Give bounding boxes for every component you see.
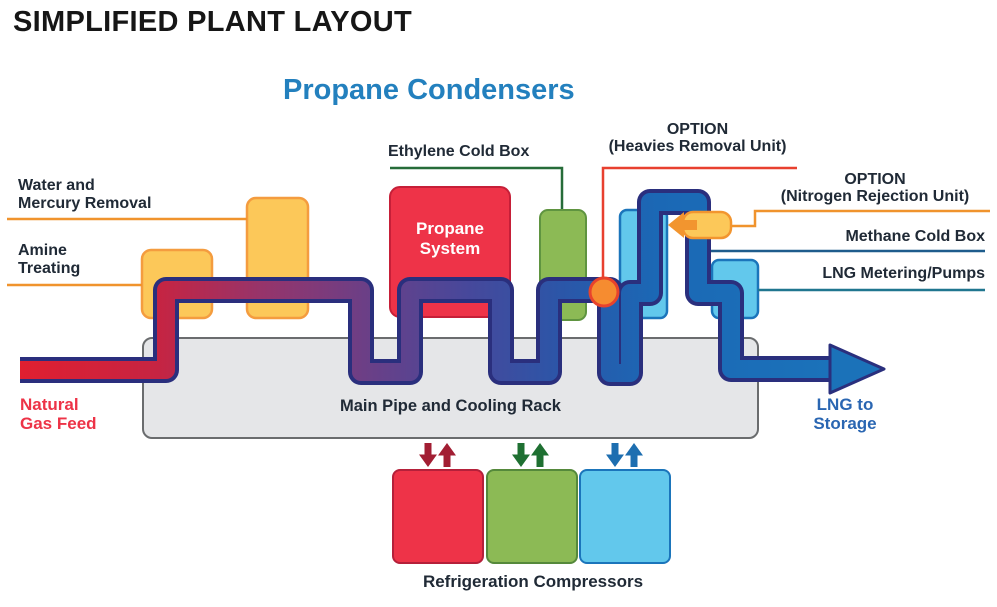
heavies-pointer-line [601, 166, 797, 282]
water-mercury-label: Water and Mercury Removal [18, 177, 151, 212]
main-pipe-cooling-rack-block [142, 337, 759, 439]
up-arrow-icon [531, 443, 549, 467]
page-title: SIMPLIFIED PLANT LAYOUT [13, 6, 412, 38]
propane-system-line1: Propane [415, 219, 485, 238]
methane-cold-box-label: Methane Cold Box [845, 228, 985, 245]
up-arrow-icon [625, 443, 643, 467]
down-arrow-icon [419, 443, 437, 467]
down-arrow-icon [606, 443, 624, 467]
option-heavies-line2: (Heavies Removal Unit) [608, 137, 787, 155]
up-arrow-icon [438, 443, 456, 467]
heavies-junction-dot-icon [588, 276, 620, 308]
natural-gas-line1: Natural [20, 395, 79, 414]
lng-to-storage-label: LNG to Storage [795, 395, 895, 433]
amine-label-line1: Amine [18, 242, 67, 259]
down-arrow-icon [512, 443, 530, 467]
lng-metering-pumps-label: LNG Metering/Pumps [822, 265, 985, 282]
nitrogen-left-arrow-icon [668, 212, 684, 238]
amine-treating-label: Amine Treating [18, 242, 80, 277]
water-mercury-label-line2: Mercury Removal [18, 194, 152, 212]
option-nitrogen-line1: OPTION [844, 171, 906, 188]
nitrogen-arrow-stem [681, 220, 697, 230]
main-rack-label: Main Pipe and Cooling Rack [340, 397, 561, 415]
natural-gas-line2: Gas Feed [20, 414, 97, 433]
amine-label-line2: Treating [18, 259, 81, 277]
lng-storage-line2: Storage [813, 414, 877, 433]
water-mercury-label-line1: Water and [18, 177, 95, 194]
main-pipe [20, 193, 834, 382]
ethylene-pointer-line [390, 166, 564, 209]
propane-condensers-heading: Propane Condensers [283, 74, 575, 106]
ethylene-cold-box-label: Ethylene Cold Box [388, 143, 530, 160]
lng-storage-line1: LNG to [816, 395, 874, 414]
lng-flow-arrow-icon [828, 343, 886, 395]
propane-system-line2: System [419, 239, 481, 258]
option-nitrogen-line2: (Nitrogen Rejection Unit) [780, 187, 970, 205]
refrigeration-compressors-label: Refrigeration Compressors [422, 572, 644, 591]
compressor-ethylene-block [486, 469, 578, 564]
compressor-propane-block [392, 469, 484, 564]
nitrogen-pointer-line [731, 209, 990, 228]
compressor-methane-block [579, 469, 671, 564]
option-heavies-line1: OPTION [666, 121, 729, 138]
propane-system-label: Propane System [390, 219, 510, 259]
natural-gas-feed-label: Natural Gas Feed [20, 395, 97, 433]
option-nitrogen-label: OPTION (Nitrogen Rejection Unit) [755, 171, 995, 205]
option-heavies-label: OPTION (Heavies Removal Unit) [595, 121, 800, 155]
